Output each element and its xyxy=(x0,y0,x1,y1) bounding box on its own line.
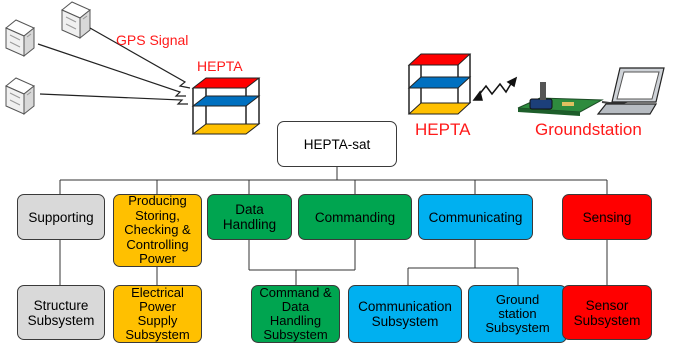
gps-satellite-icon xyxy=(5,19,35,57)
communication-subsystem-node: Communication Subsystem xyxy=(348,285,462,343)
communicating-node: Communicating xyxy=(418,194,533,240)
eps-subsystem-node: Electrical Power Supply Subsystem xyxy=(113,285,202,343)
hepta-stack-icon xyxy=(191,77,261,135)
cdh-subsystem-node: Command & Data Handling Subsystem xyxy=(251,285,340,343)
data-handling-node: Data Handling xyxy=(207,194,292,240)
hepta-stack-icon xyxy=(407,53,472,115)
commanding-node: Commanding xyxy=(298,194,412,240)
gps-signal-rays xyxy=(37,27,191,105)
sensor-subsystem-node: Sensor Subsystem xyxy=(562,285,652,340)
wireless-link-icon xyxy=(472,76,518,101)
gps-signal-label: GPS Signal xyxy=(116,32,189,48)
structure-subsystem-node: Structure Subsystem xyxy=(17,285,105,340)
ground-station-subsystem-node: Ground station Subsystem xyxy=(468,285,567,343)
hepta-label-left: HEPTA xyxy=(197,58,243,74)
groundstation-label: Groundstation xyxy=(535,120,642,139)
ground-station-icon xyxy=(517,82,631,116)
tree-connectors xyxy=(59,167,608,285)
power-node: Producing Storing, Checking & Controllin… xyxy=(113,194,202,267)
root-node: HEPTA-sat xyxy=(277,121,397,167)
laptop-icon xyxy=(596,67,665,115)
gps-satellite-icon xyxy=(5,77,35,115)
sensing-node: Sensing xyxy=(562,194,652,240)
gps-satellite-icon xyxy=(61,1,91,39)
supporting-node: Supporting xyxy=(17,194,105,240)
hepta-label-right: HEPTA xyxy=(415,120,471,139)
